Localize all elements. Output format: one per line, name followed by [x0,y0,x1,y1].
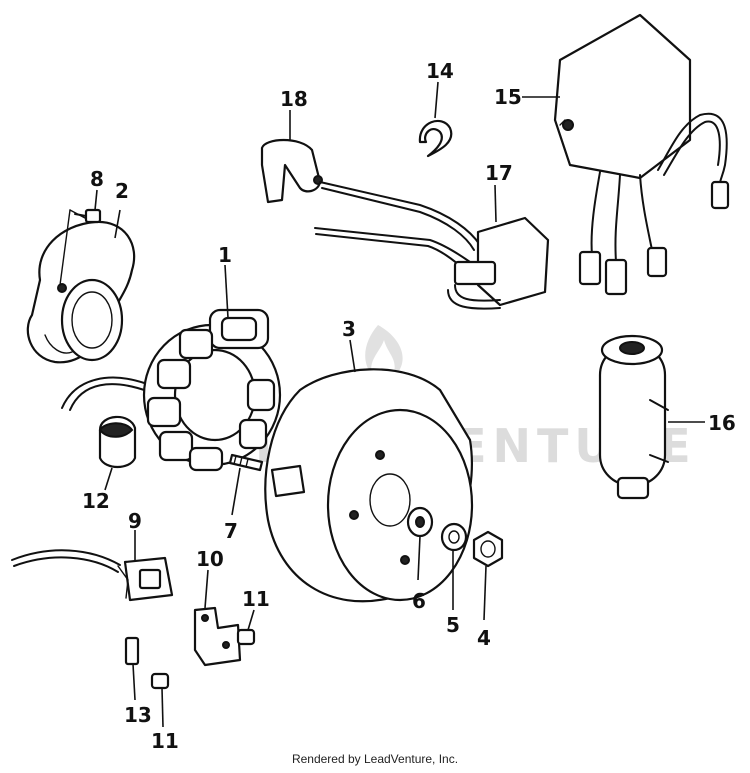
part-6-washer [406,506,434,538]
part-18-spark-plug-cap [260,138,323,204]
part-10-bracket [193,606,242,667]
footer-credit: Rendered by LeadVenture, Inc. [291,752,459,766]
callout-11-a: 11 [242,587,270,611]
callout-11-b: 11 [151,729,179,753]
part-4-nut [472,530,504,568]
callout-1: 1 [218,243,232,267]
leader-lines [94,81,705,728]
part-16-capacitor [598,334,669,500]
callout-7: 7 [224,519,238,543]
callout-10: 10 [196,547,224,571]
part-11-screw-b [150,672,170,690]
callout-3: 3 [342,317,356,341]
callout-8: 8 [90,167,104,191]
callouts: 1 2 3 4 5 6 7 8 9 10 11 11 12 13 14 15 1… [82,59,736,753]
part-3-flywheel [264,368,474,603]
part-5-lock-washer [440,522,468,552]
callout-17: 17 [485,161,513,185]
callout-4: 4 [477,626,491,650]
part-15-cdi-unit [553,13,730,296]
callout-18: 18 [280,87,308,111]
callout-14: 14 [426,59,454,83]
callout-16: 16 [708,411,736,435]
callout-9: 9 [128,509,142,533]
part-7-bolt [228,453,264,472]
callout-5: 5 [446,613,460,637]
part-17-ignition-coil [314,181,550,310]
watermark-flame-icon [365,325,403,378]
part-12-grommet [98,415,137,469]
part-13-terminal [124,636,140,666]
part-14-clip [418,119,453,158]
part-2-base-plate [26,209,136,364]
callout-6: 6 [412,589,426,613]
stator-wire [61,376,151,409]
callout-12: 12 [82,489,110,513]
callout-2: 2 [115,179,129,203]
part-11-screw-a [236,628,256,646]
part-9-pulser-coil [11,549,174,602]
part-8-screw [74,208,102,224]
part-1-stator [142,308,282,472]
callout-15: 15 [494,85,522,109]
callout-13: 13 [124,703,152,727]
